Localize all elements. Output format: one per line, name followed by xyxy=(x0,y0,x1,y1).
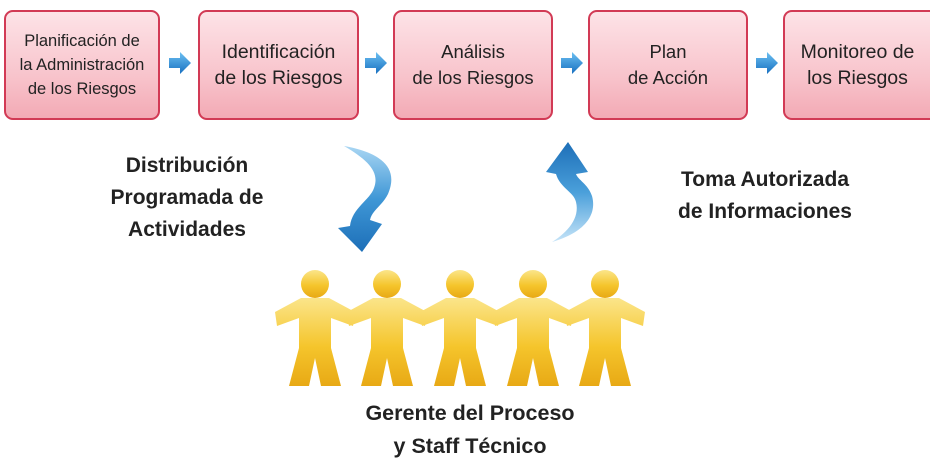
step-line: la Administración xyxy=(19,56,145,74)
right-arrow-icon xyxy=(756,52,778,74)
step-line: Identificación xyxy=(221,41,336,63)
distribucion-label: Distribución Programada de Actividades xyxy=(88,150,286,246)
step-line: los Riesgos xyxy=(807,67,908,89)
step-identificacion: Identificación de los Riesgos xyxy=(198,10,359,120)
step-monitoreo: Monitoreo de los Riesgos xyxy=(783,10,930,120)
step-line: de Acción xyxy=(627,67,709,88)
label-line: y Staff Técnico xyxy=(393,434,547,458)
people-chain-icon xyxy=(275,270,645,386)
label-line: Programada de xyxy=(110,186,264,209)
gerente-label: Gerente del Proceso y Staff Técnico xyxy=(330,397,610,463)
step-line: Plan xyxy=(649,41,687,62)
label-line: Gerente del Proceso xyxy=(365,401,575,425)
step-line: Monitoreo de xyxy=(800,41,915,63)
label-line: Actividades xyxy=(128,218,246,241)
step-line: de los Riesgos xyxy=(27,80,137,98)
label-line: Toma Autorizada xyxy=(680,168,849,191)
right-arrow-icon xyxy=(169,52,191,74)
label-line: Distribución xyxy=(125,154,249,177)
step-planificacion: Planificación de la Administración de lo… xyxy=(4,10,160,120)
curved-arrow-down-icon xyxy=(338,146,392,252)
step-line: Análisis xyxy=(441,41,505,62)
right-arrow-icon xyxy=(365,52,387,74)
curved-arrow-up-icon xyxy=(546,142,594,242)
step-analisis: Análisis de los Riesgos xyxy=(393,10,553,120)
step-line: de los Riesgos xyxy=(412,67,534,88)
people-group xyxy=(275,270,645,386)
label-line: de Informaciones xyxy=(678,200,852,223)
right-arrow-icon xyxy=(561,52,583,74)
toma-autorizada-label: Toma Autorizada de Informaciones xyxy=(660,164,870,228)
step-line: Planificación de xyxy=(24,32,140,50)
step-line: de los Riesgos xyxy=(214,67,343,89)
step-plan-accion: Plan de Acción xyxy=(588,10,748,120)
